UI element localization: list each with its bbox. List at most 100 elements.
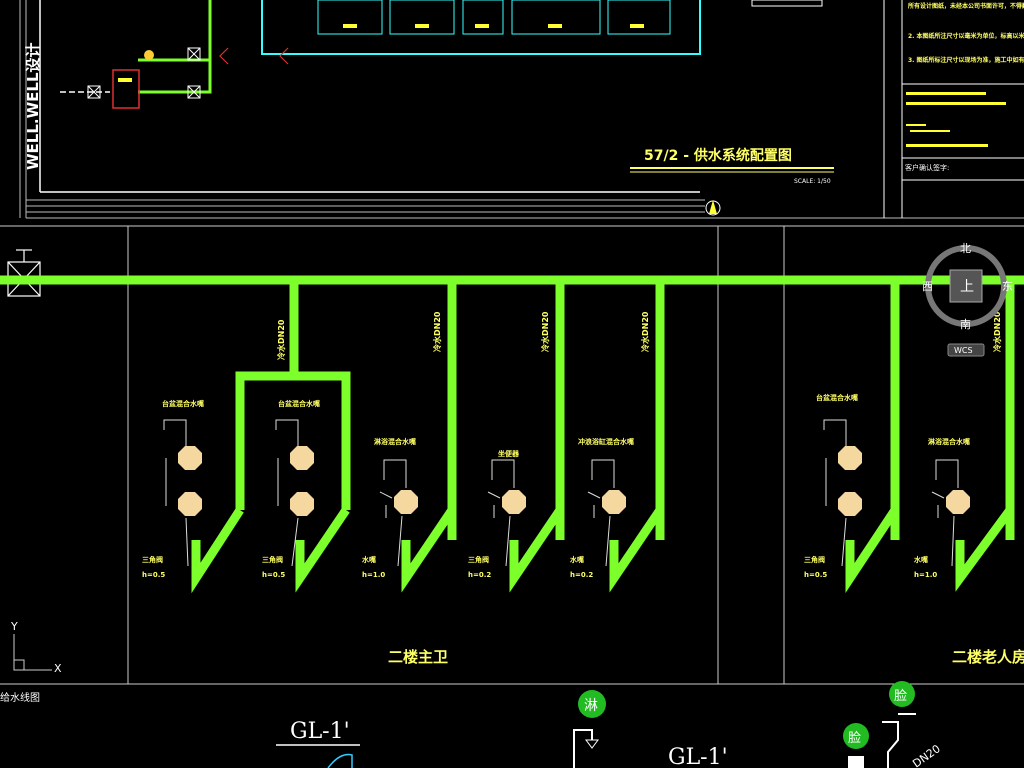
fixture-height-label: h=1.0 xyxy=(914,571,937,579)
fixture-height-label: h=0.2 xyxy=(570,571,593,579)
fixture-drop-pipe xyxy=(609,507,664,593)
valve-stem xyxy=(605,515,611,567)
fixture-valve-label: 水嘴 xyxy=(570,555,584,564)
client-sign-label: 客户确认签字: xyxy=(905,163,949,172)
compass-north[interactable]: 北 xyxy=(960,242,971,255)
faucet-spout xyxy=(587,491,601,499)
fixture-valve-label: 三角阀 xyxy=(262,555,283,564)
top-fixture-boxes xyxy=(317,0,671,35)
valve-octagon-icon xyxy=(178,492,202,516)
watermark: WELL.WELL设计 xyxy=(24,42,42,170)
faucet-stem xyxy=(491,459,515,488)
fixture-name: 淋浴混合水嘴 xyxy=(374,437,416,446)
fixture-name: 冲浪浴缸混合水嘴 xyxy=(578,437,634,446)
valve-stem xyxy=(397,515,403,567)
shower-symbol: 淋 xyxy=(573,690,606,768)
faucet-stem xyxy=(163,419,187,446)
ucs-y-label: Y xyxy=(10,620,18,633)
fixture-valve-label: 水嘴 xyxy=(914,555,928,564)
riser-label-2: GL-1' xyxy=(668,745,728,768)
north-arrow-small xyxy=(705,200,721,216)
fixture-height-label: h=0.5 xyxy=(262,571,285,579)
fixture-valve-label: 三角阀 xyxy=(804,555,825,564)
fixture-drop-pipe xyxy=(401,507,456,593)
branch-size-label: 冷水DN20 xyxy=(992,311,1002,352)
valve-stem xyxy=(841,517,847,567)
meter-icon xyxy=(144,50,154,60)
faucet-stem xyxy=(823,419,847,446)
valve-stem xyxy=(951,515,955,567)
riser-label-1: GL-1' xyxy=(290,719,350,744)
valve-octagon-icon xyxy=(838,446,862,470)
faucet-spout xyxy=(931,491,945,499)
faucet-stem xyxy=(275,419,299,446)
basin-loop-pipe xyxy=(235,371,351,510)
fixture-name: 淋浴混合水嘴 xyxy=(928,437,970,446)
heater-mark xyxy=(118,78,132,82)
fixtures: 台盆混合水嘴三角阀h=0.5台盆混合水嘴三角阀h=0.5淋浴混合水嘴水嘴h=1.… xyxy=(142,393,970,579)
fixture-name: 台盆混合水嘴 xyxy=(816,393,858,402)
faucet-stem xyxy=(383,459,407,488)
valve-octagon-icon xyxy=(838,492,862,516)
ucs-axis-icon xyxy=(13,634,52,671)
compass-west[interactable]: 西 xyxy=(922,280,933,293)
fixture-valve-label: 三角阀 xyxy=(142,555,163,564)
faucet-spout xyxy=(487,491,501,499)
compass-east[interactable]: 东 xyxy=(1002,280,1013,293)
viewcube-compass[interactable]: 上 北 南 西 东 WCS xyxy=(922,242,1013,357)
main-gate-valve-icon xyxy=(7,249,41,297)
fixture-drop-pipe xyxy=(191,507,244,594)
dn-label: DN20 xyxy=(910,742,943,768)
valve-octagon-icon xyxy=(290,492,314,516)
fixture-name: 台盆混合水嘴 xyxy=(162,399,204,408)
fixture-drop-pipe xyxy=(845,507,899,593)
valve-stem xyxy=(291,517,299,567)
sheet-border-lines xyxy=(19,0,1024,219)
basin-symbol-1: 脸 xyxy=(882,681,916,768)
top-fixture-marks xyxy=(343,24,644,28)
mid-section-frame xyxy=(0,225,1024,685)
viewcube-face[interactable] xyxy=(949,269,983,303)
riser-curve-1 xyxy=(327,753,353,768)
fixture-height-label: h=0.2 xyxy=(468,571,491,579)
wcs-label: WCS xyxy=(954,346,973,355)
compass-south[interactable]: 南 xyxy=(960,318,971,331)
top-arrows xyxy=(219,47,289,65)
valve-octagon-icon xyxy=(946,490,970,514)
faucet-stem xyxy=(591,459,615,488)
valve-stem xyxy=(505,515,511,567)
basin-symbol-1-label: 脸 xyxy=(894,689,907,704)
faucet-spout xyxy=(379,491,393,499)
shower-symbol-label: 淋 xyxy=(584,698,598,714)
top-table-stub xyxy=(751,0,823,7)
fixture-name: 台盆混合水嘴 xyxy=(278,399,320,408)
fixture-drop-pipe xyxy=(295,507,350,593)
wcs-button[interactable] xyxy=(947,343,985,357)
supply-pipes xyxy=(0,275,1024,594)
section-name-master-bath: 二楼主卫 xyxy=(388,648,448,666)
valve-octagon-icon xyxy=(602,490,626,514)
title-block xyxy=(883,0,1024,218)
fixture-valve-label: 三角阀 xyxy=(468,555,489,564)
basin-symbol-2: 脸 xyxy=(843,723,869,768)
valve-octagon-icon xyxy=(290,446,314,470)
valve-octagon-icon xyxy=(394,490,418,514)
note-2: 2. 本图纸所注尺寸以毫米为单位，标高以米为单位 xyxy=(908,32,1024,40)
valve-stem xyxy=(185,517,189,567)
ucs-x-label: X xyxy=(54,662,62,675)
water-heater-symbol xyxy=(112,69,140,109)
top-sheet: WELL.WELL设计 xyxy=(19,0,1024,219)
note-1: 所有设计图纸，未经本公司书面许可，不得翻印，采用特此说明 xyxy=(908,2,1024,10)
fixture-drop-pipe xyxy=(955,507,1014,592)
valve-octagon-icon xyxy=(178,446,202,470)
bottom-caption: 给水线图 xyxy=(0,691,40,704)
branch-size-label: 冷水DN20 xyxy=(540,311,550,352)
